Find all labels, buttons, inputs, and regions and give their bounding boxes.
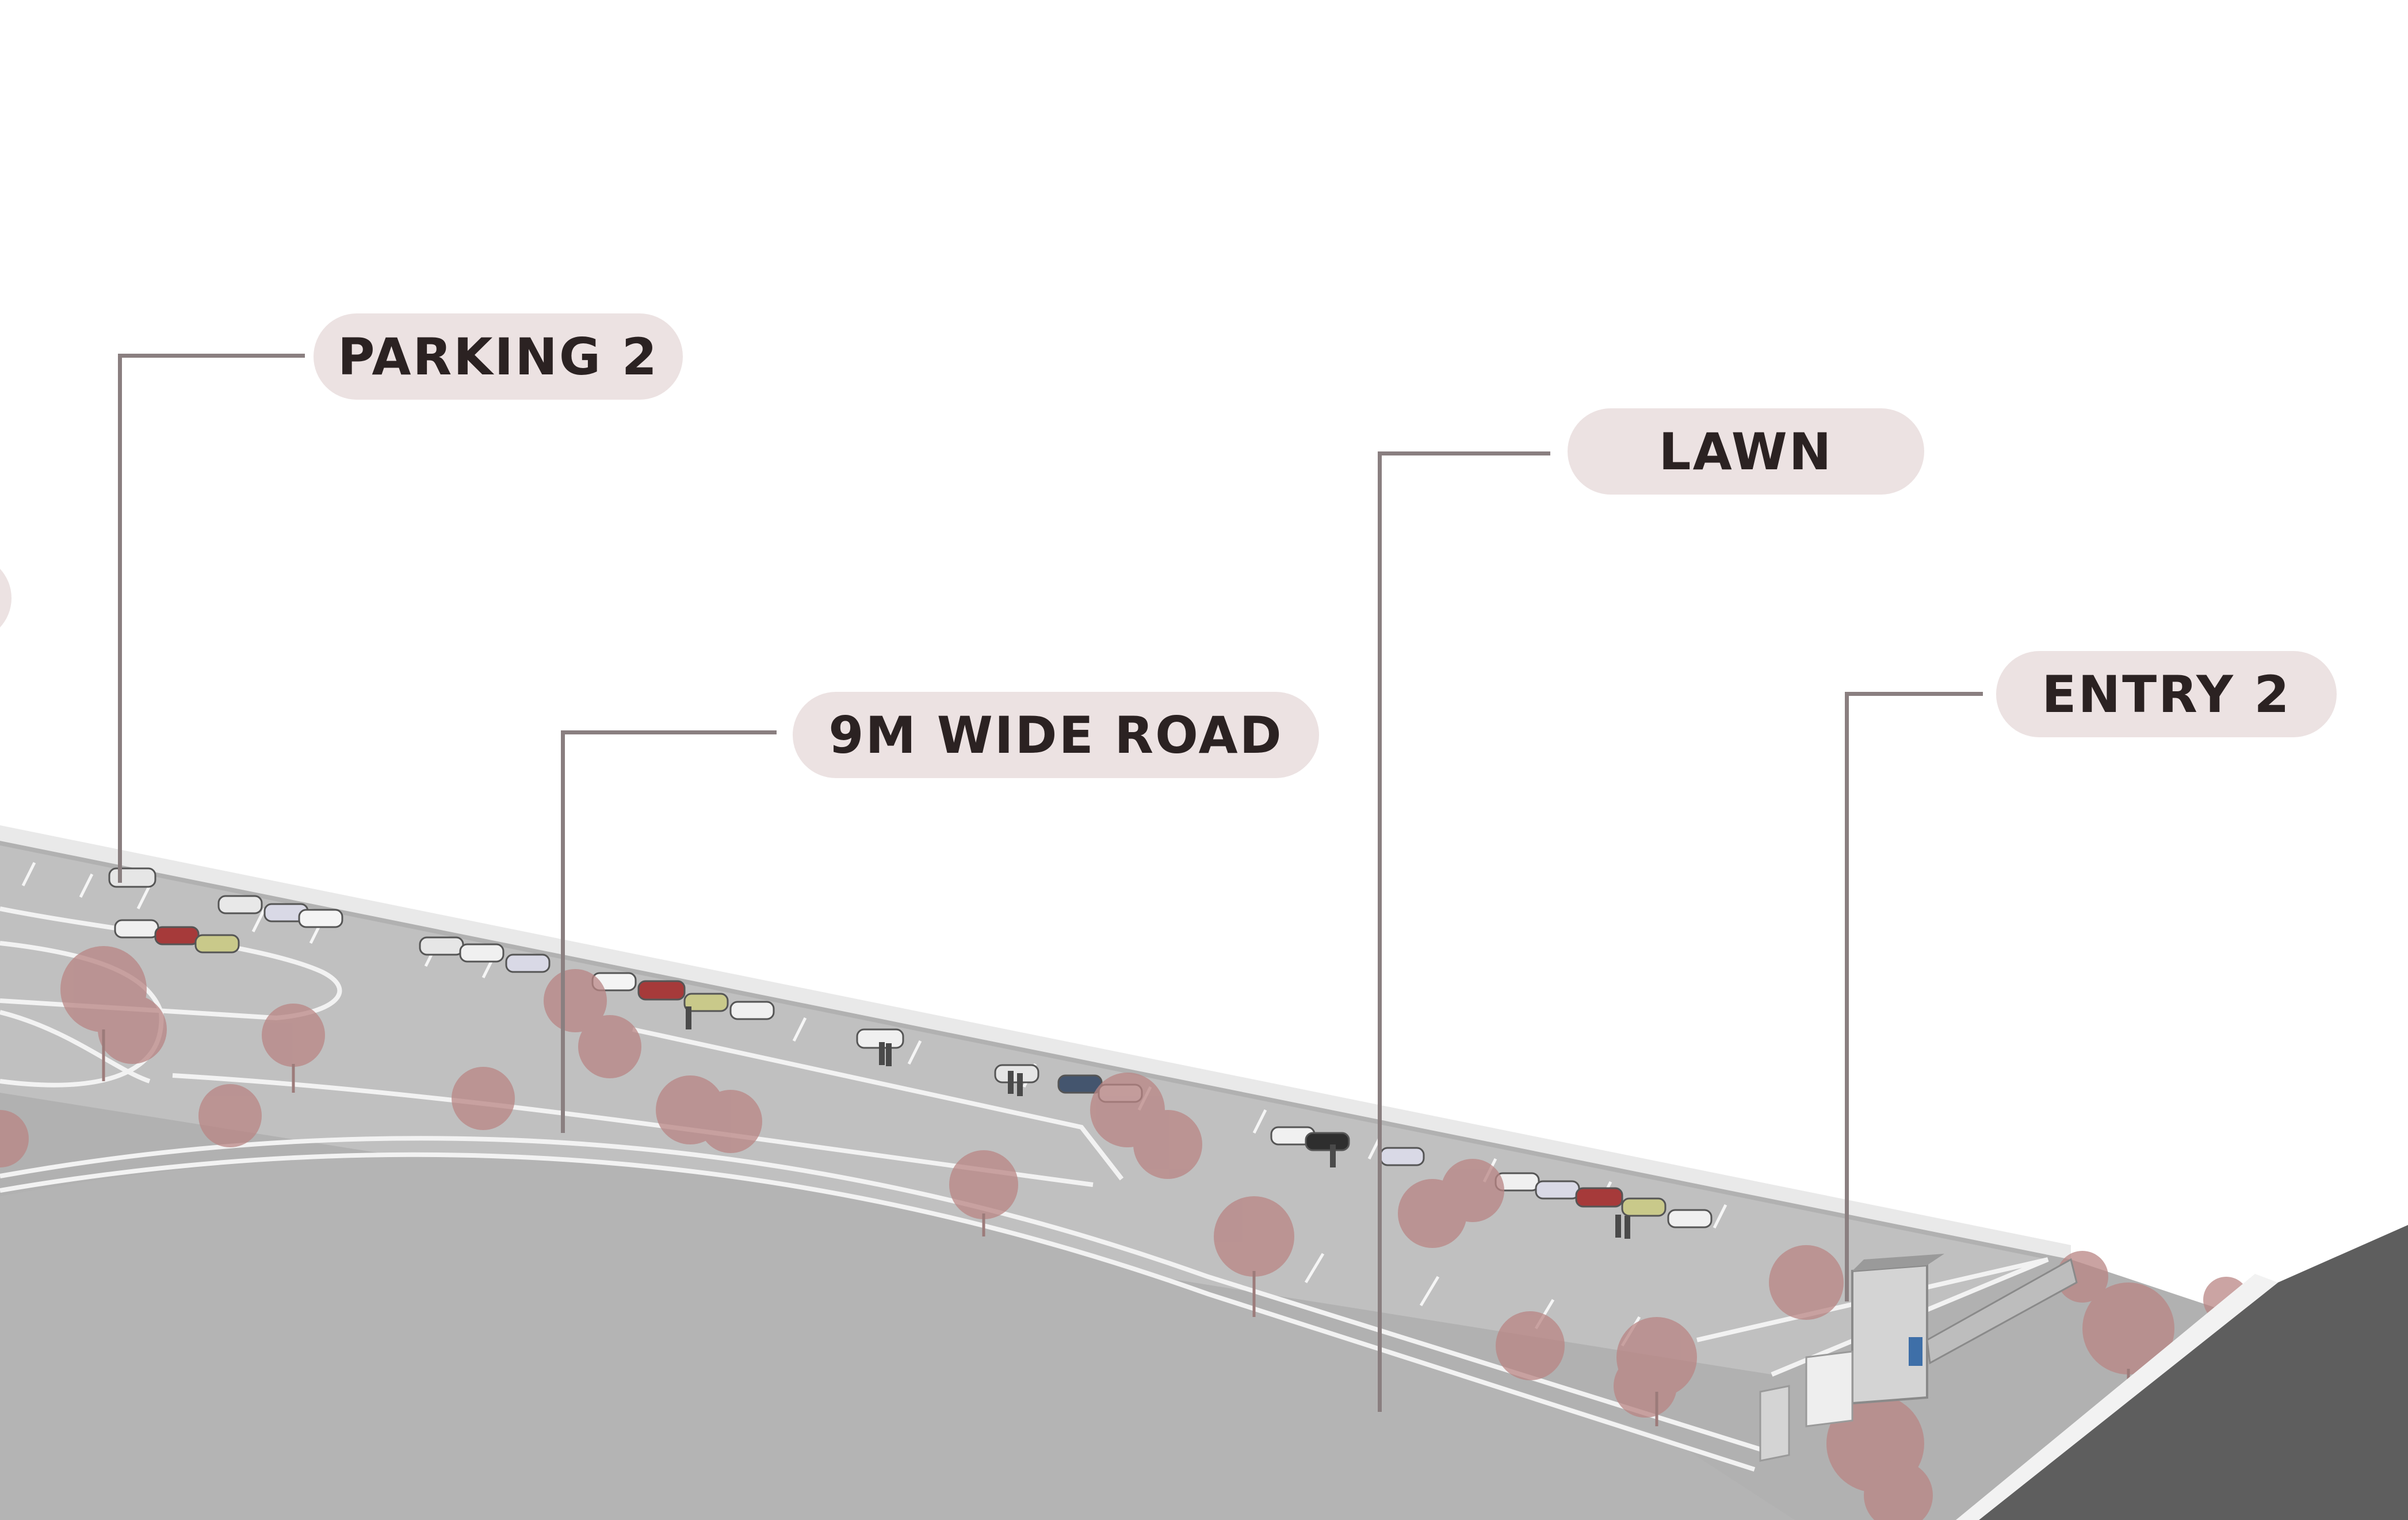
outer-road-kerb (1956, 1274, 2278, 1520)
road-leader-vertical (561, 730, 565, 1133)
people (686, 1006, 1630, 1239)
parking-2-leader-horizontal (118, 354, 305, 358)
lawn-leader-vertical (1378, 451, 1382, 1412)
trees (0, 946, 2249, 1520)
road-label: 9M WIDE ROAD (793, 692, 1319, 778)
road-leader-horizontal (561, 730, 777, 734)
lawn-label: LAWN (1568, 408, 1924, 495)
entry-gatehouse (1759, 1254, 2078, 1462)
outer-road (1979, 1225, 2408, 1520)
road-band (0, 845, 2048, 1374)
parking-2-leader-vertical (118, 354, 122, 883)
road-markings (0, 906, 2049, 1472)
boundary-wall (0, 825, 2071, 1259)
lawn-leader-horizontal (1378, 451, 1550, 455)
lawn-area (0, 1156, 1795, 1520)
entry-2-leader-vertical (1845, 692, 1849, 1301)
parking-2-label: PARKING 2 (314, 313, 683, 400)
entry-2-label: ENTRY 2 (1996, 651, 2337, 737)
entry-2-leader-horizontal (1845, 692, 1983, 696)
